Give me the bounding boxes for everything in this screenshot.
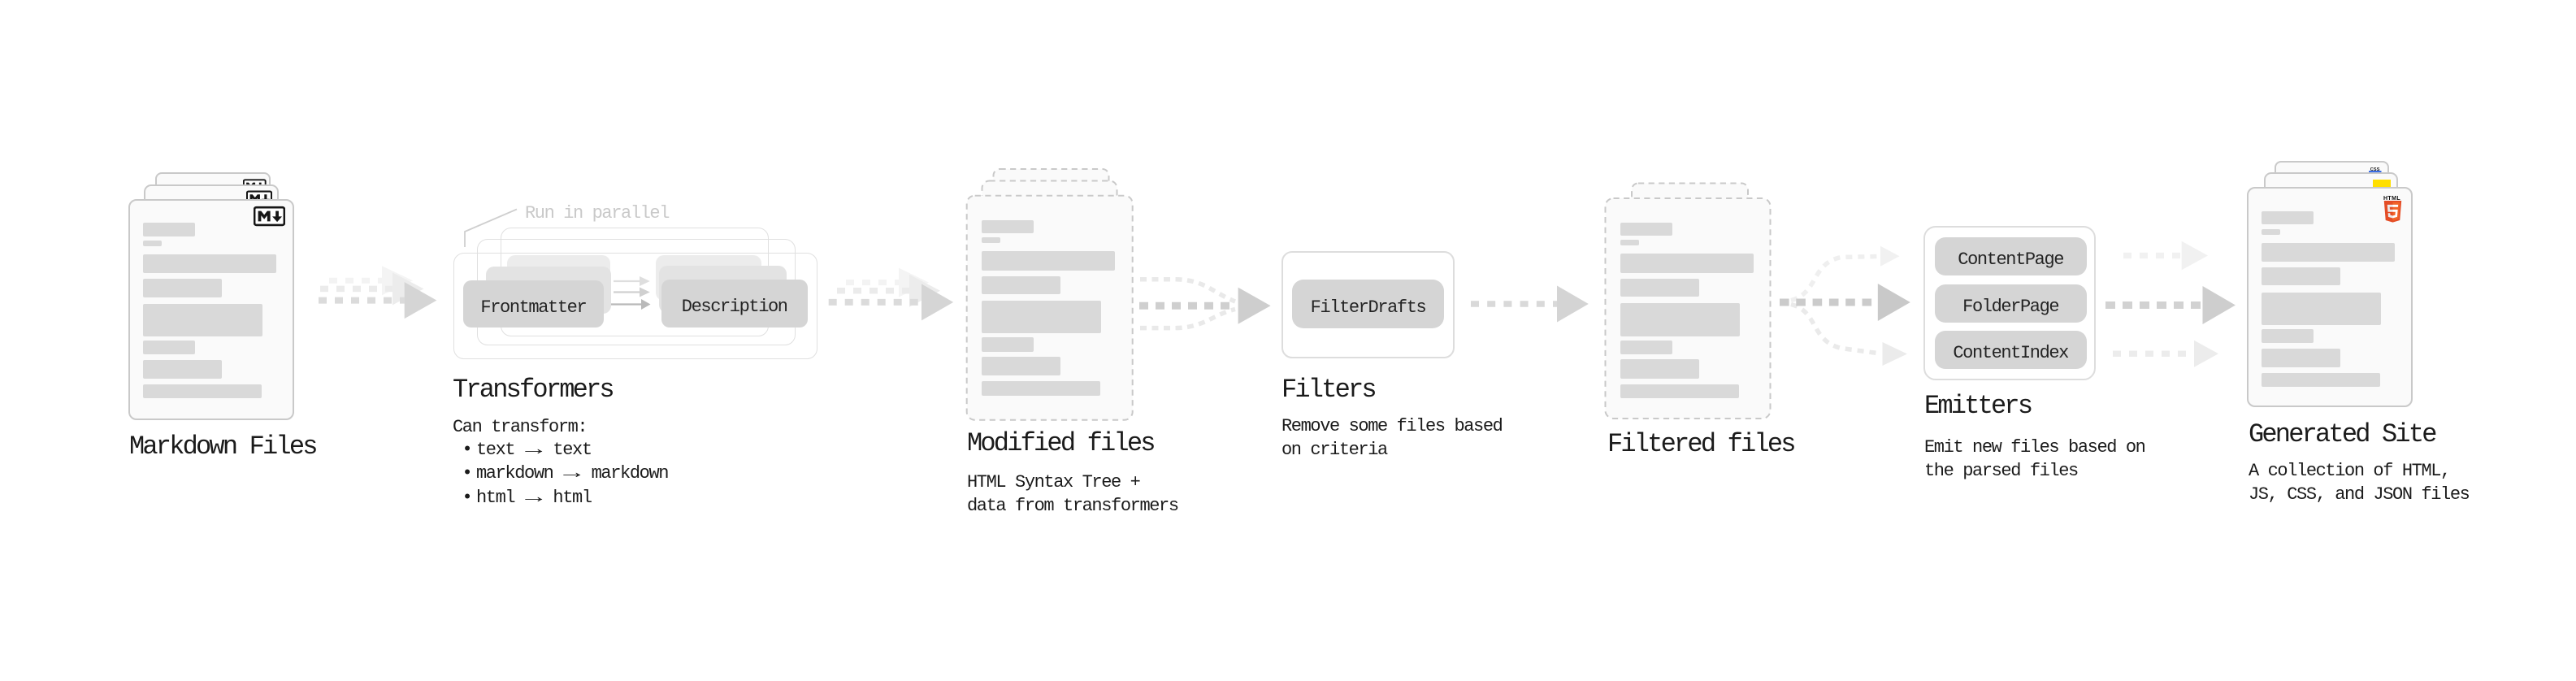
svg-text:CSS: CSS <box>2370 167 2380 172</box>
svg-text:HTML: HTML <box>2383 195 2400 201</box>
